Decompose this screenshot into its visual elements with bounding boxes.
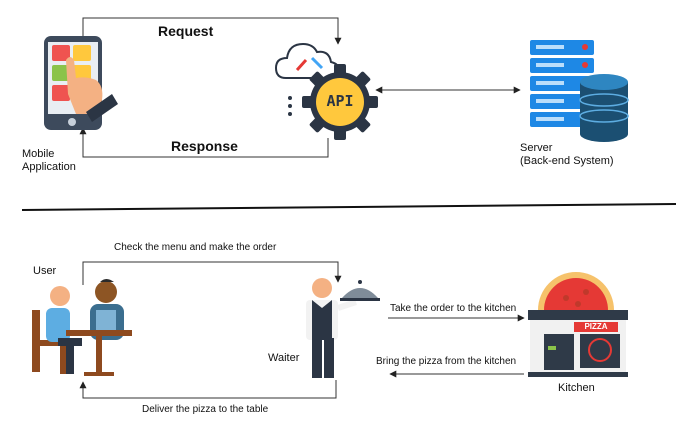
mobile-label-line1: Mobile	[22, 148, 55, 160]
server-label-line1: Server	[520, 142, 553, 154]
users-at-table-icon	[32, 279, 132, 376]
waiter-icon	[306, 278, 380, 378]
waiter-label: Waiter	[268, 352, 300, 364]
server-label: Server (Back-end System)	[520, 142, 614, 168]
response-arrow	[79, 127, 329, 158]
server-database-icon	[530, 40, 629, 142]
mobile-phone-icon	[44, 36, 118, 130]
take-order-label: Take the order to the kitchen	[390, 303, 517, 314]
deliver-label: Deliver the pizza to the table	[142, 404, 269, 415]
mobile-label-line2: Application	[22, 161, 76, 173]
check-menu-label: Check the menu and make the order	[114, 242, 277, 253]
order-arrow	[82, 261, 342, 285]
deliver-arrow	[79, 380, 337, 399]
api-gear-icon	[274, 42, 378, 140]
pizza-kitchen-icon	[528, 272, 628, 377]
request-label: Request	[158, 23, 214, 39]
bring-pizza-label: Bring the pizza from the kitchen	[376, 356, 517, 367]
mobile-application-label: Mobile Application	[22, 148, 76, 174]
pizza-sign-text: PIZZA	[584, 322, 608, 331]
kitchen-label: Kitchen	[558, 382, 595, 394]
section-divider	[21, 203, 677, 211]
server-label-line2: (Back-end System)	[520, 155, 614, 167]
request-arrow	[82, 17, 342, 45]
response-label: Response	[171, 138, 238, 154]
api-text: API	[326, 92, 354, 110]
user-label: User	[33, 265, 57, 277]
